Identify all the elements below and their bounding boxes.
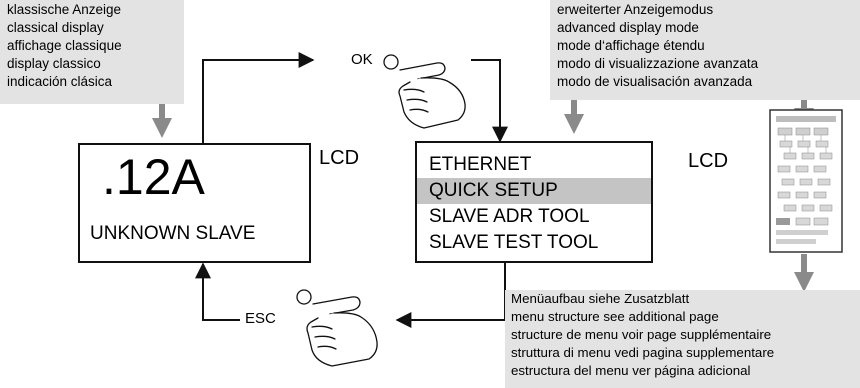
menu-item-slave-adr-tool[interactable]: SLAVE ADR TOOL [429,206,590,227]
menu-structure-page-thumbnail [769,109,843,253]
classic-lcd-display: .12A UNKNOWN SLAVE [78,143,311,263]
note-line: display classico [7,56,101,71]
note-line: modo di visualizzazione avanzata [557,56,759,71]
lcd-current-value: .12A [102,149,205,205]
ok-button-label[interactable]: OK [351,51,373,68]
classic-display-note: klassische Anzeige classical display aff… [0,0,184,104]
note-line: Menüaufbau siehe Zusatzblatt [511,291,690,306]
gray-arrow-classic [152,104,172,138]
lcd-slave-status: UNKNOWN SLAVE [90,223,256,244]
note-line: affichage classique [7,38,122,53]
note-line: estructura del menu ver página adicional [511,363,751,378]
advanced-display-note: erweiterter Anzeigemodus advanced displa… [550,0,860,100]
note-line: classical display [7,20,104,35]
note-line: menu structure see additional page [511,309,719,324]
menu-item-ethernet[interactable]: ETHERNET [429,154,532,175]
gray-arrow-advanced [564,100,584,134]
esc-button-label[interactable]: ESC [245,310,276,327]
ok-flow-arrows [202,52,508,143]
note-line: struttura di menu vedi pagina supplement… [511,345,775,360]
menu-lcd-display: ETHERNET QUICK SETUP SLAVE ADR TOOL SLAV… [415,141,653,263]
classic-lcd-label: LCD [319,147,360,169]
finger-press-ok-icon [383,54,466,129]
note-line: modo de visualisación avanzada [557,74,753,89]
note-line: structure de menu voir page supplémentai… [511,327,772,342]
menu-item-quick-setup[interactable]: QUICK SETUP [417,178,651,204]
note-line: erweiterter Anzeigemodus [557,2,714,17]
note-line: mode d‘affichage étendu [557,38,705,53]
menu-item-slave-test-tool[interactable]: SLAVE TEST TOOL [429,232,599,253]
menu-structure-note: Menüaufbau siehe Zusatzblatt menu struct… [505,290,860,388]
note-line: advanced display mode [557,20,699,35]
note-line: klassische Anzeige [7,2,122,17]
finger-press-esc-icon [296,289,378,367]
menu-lcd-label: LCD [688,150,729,172]
note-line: indicación clásica [7,74,113,89]
